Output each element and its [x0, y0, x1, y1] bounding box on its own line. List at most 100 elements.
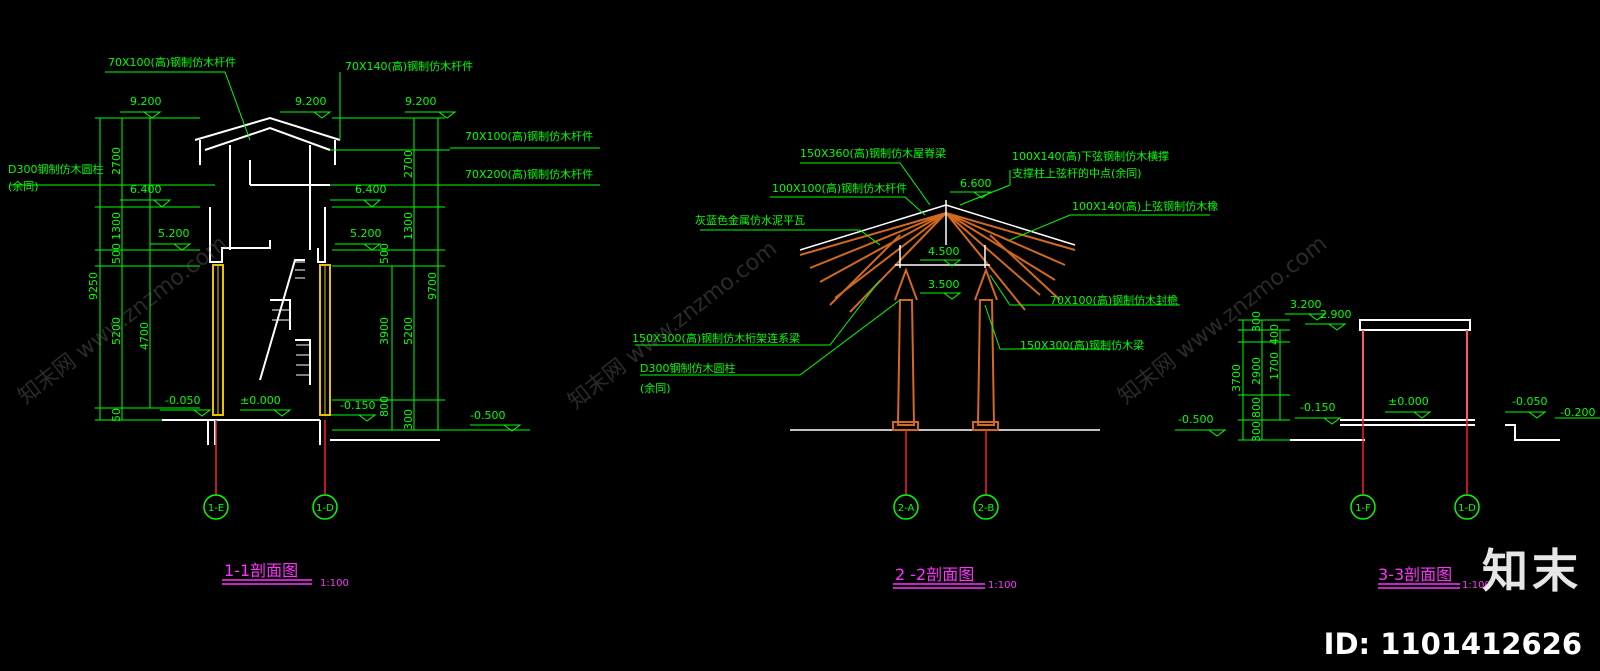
axis-bubble-1D-b [1454, 494, 1480, 520]
leaders-1 [10, 71, 600, 186]
note-2-2: 支撑柱上弦杆的中点(余同) [1012, 166, 1142, 180]
axis-bubble-1F [1350, 494, 1376, 520]
note-2-7: 150X300(高)钢制仿木梁 [1020, 338, 1144, 352]
note-2-9: D300钢制仿木圆柱 [640, 361, 735, 375]
elev-3-1: 2.900 [1320, 308, 1352, 321]
scale-1: 1:100 [320, 578, 349, 589]
dim-1-r3: 3900 [378, 317, 391, 345]
elev-1-6: 5.200 [350, 227, 382, 240]
elev-1-5: 5.200 [158, 227, 190, 240]
dim-1-r7: 9700 [426, 272, 439, 300]
dim-3-2: 1700 [1268, 352, 1281, 380]
elevation-markers-1 [120, 111, 522, 432]
dim-1-l1: 1300 [110, 212, 123, 240]
axis-label-1F: 1-F [1355, 503, 1371, 514]
axis-label-2B: 2-B [978, 503, 995, 514]
note-1-5: (余同) [8, 179, 39, 193]
grid-axes-1 [215, 420, 326, 495]
dim-1-r0: 2700 [402, 150, 415, 178]
elev-3-4: -0.500 [1178, 413, 1213, 426]
elev-1-3: 6.400 [130, 183, 162, 196]
scale-2: 1:100 [988, 580, 1017, 591]
dim-1-l5: 50 [110, 408, 123, 422]
title-2: 2 -2剖面图 [895, 565, 974, 584]
axis-label-1D: 1-D [316, 503, 334, 514]
note-2-1: 100X140(高)下弦钢制仿木横撑 [1012, 149, 1169, 163]
grid-axes-3 [1362, 330, 1468, 495]
elev-2-1: 4.500 [928, 245, 960, 258]
dim-lines-left [95, 117, 200, 421]
dim-1-l6: 9250 [87, 272, 100, 300]
elev-2-2: 3.500 [928, 278, 960, 291]
elev-1-10: -0.500 [470, 409, 505, 422]
dim-1-l2: 500 [110, 243, 123, 264]
dim-3-1: 400 [1268, 324, 1281, 345]
dim-1-l0: 2700 [110, 147, 123, 175]
dim-3-0: 300 [1250, 311, 1263, 332]
note-1-3: 70X200(高)钢制仿木杆件 [465, 167, 593, 181]
elev-1-2: 9.200 [405, 95, 437, 108]
axis-bubble-2A [893, 494, 919, 520]
section-3-3 [1175, 313, 1600, 495]
elev-1-4: 6.400 [355, 183, 387, 196]
note-2-10: (余同) [640, 381, 671, 395]
elev-3-6: -0.200 [1560, 406, 1595, 419]
elev-3-2: ±0.000 [1388, 395, 1429, 408]
dim-3-6: 3700 [1230, 364, 1243, 392]
elev-1-1: 9.200 [295, 95, 327, 108]
note-2-6: 70X100(高)钢制仿木封檐 [1050, 293, 1178, 307]
axis-bubble-1E [203, 494, 229, 520]
dim-1-r2: 500 [378, 243, 391, 264]
axis-bubbles [203, 494, 1480, 520]
text-layer: 70X100(高)钢制仿木杆件 70X140(高)钢制仿木杆件 70X100(高… [8, 55, 1595, 442]
axis-label-1E: 1-E [208, 503, 224, 514]
dim-3-5: 300 [1250, 421, 1263, 442]
dim-3-3: 2900 [1250, 357, 1263, 385]
note-1-1: 70X140(高)钢制仿木杆件 [345, 59, 473, 73]
dim-1-l3: 5200 [110, 317, 123, 345]
title-1: 1-1剖面图 [224, 561, 298, 580]
title-3: 3-3剖面图 [1378, 565, 1452, 584]
elev-1-7: -0.050 [165, 394, 200, 407]
section-titles: 1-1剖面图 1:100 2 -2剖面图 1:100 3-3剖面图 1:100 [224, 561, 1491, 591]
watermark-logo: 知末 [1482, 544, 1582, 598]
note-2-8: 150X300(高)钢制仿木桁架连系梁 [632, 331, 800, 345]
note-1-0: 70X100(高)钢制仿木杆件 [108, 55, 236, 69]
axis-label-2A: 2-A [898, 503, 915, 514]
elev-3-3: -0.150 [1300, 401, 1335, 414]
section-1-1 [10, 71, 600, 495]
elevation-markers-3 [1175, 313, 1600, 437]
elev-1-8: ±0.000 [240, 394, 281, 407]
axis-labels: 1-E 1-D 2-A 2-B 1-F 1-D [208, 503, 1476, 514]
leaders-2 [635, 162, 1210, 376]
elev-3-5: -0.050 [1512, 395, 1547, 408]
structure-3 [1290, 319, 1560, 441]
elev-1-9: -0.150 [340, 399, 375, 412]
scale-3: 1:100 [1462, 580, 1491, 591]
axis-bubble-2B [973, 494, 999, 520]
title-underlines [222, 579, 1460, 589]
dim-1-r4: 5200 [402, 317, 415, 345]
dim-lines-3 [1238, 319, 1290, 441]
elev-3-0: 3.200 [1290, 298, 1322, 311]
section-2-2 [635, 162, 1210, 495]
dim-1-l4: 4700 [138, 322, 151, 350]
columns-2 [892, 267, 999, 431]
watermark-id: ID: 1101412626 [1323, 627, 1582, 661]
elev-2-0: 6.600 [960, 177, 992, 190]
dim-3-4: 800 [1250, 397, 1263, 418]
dim-1-r1: 1300 [402, 212, 415, 240]
dim-1-r5: 800 [378, 396, 391, 417]
note-1-2: 70X100(高)钢制仿木杆件 [465, 129, 593, 143]
note-2-4: 灰蓝色金属仿水泥平瓦 [695, 213, 805, 227]
roof-frame-2 [790, 200, 1100, 431]
dim-lines-right [332, 117, 530, 431]
note-2-3: 100X100(高)钢制仿木杆件 [772, 181, 907, 195]
note-2-0: 150X360(高)钢制仿木屋脊梁 [800, 146, 946, 160]
columns-1 [212, 264, 331, 416]
note-2-5: 100X140(高)上弦钢制仿木橡 [1072, 199, 1218, 213]
dim-1-r6: 300 [402, 409, 415, 430]
axis-bubble-1D [312, 494, 338, 520]
pavilion-structure-1 [162, 116, 440, 445]
